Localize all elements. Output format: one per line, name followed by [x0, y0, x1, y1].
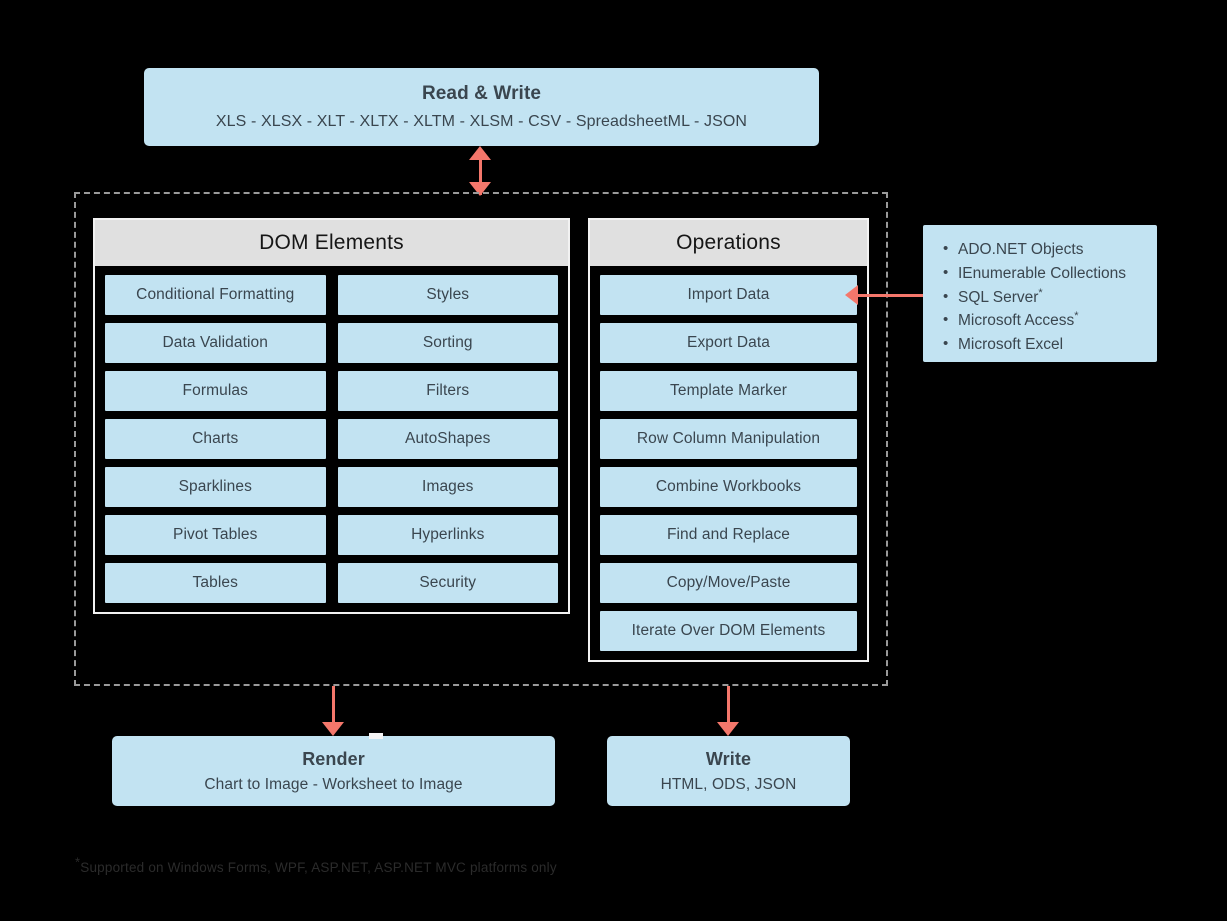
dom-item[interactable]: Images — [337, 467, 558, 507]
operation-item[interactable]: Iterate Over DOM Elements — [600, 611, 857, 651]
data-source-item: SQL Server* — [943, 285, 1141, 310]
dom-elements-right-column: Styles Sorting Filters AutoShapes Images… — [337, 275, 558, 603]
dom-elements-header: DOM Elements — [95, 220, 568, 266]
dom-item[interactable]: Formulas — [105, 371, 326, 411]
footnote-marker: * — [1074, 310, 1079, 323]
operation-item[interactable]: Export Data — [600, 323, 857, 363]
arrow-vertical-shaft — [727, 686, 730, 730]
write-title: Write — [705, 748, 752, 769]
operation-item[interactable]: Combine Workbooks — [600, 467, 857, 507]
arrow-left-head-icon — [845, 285, 858, 305]
operation-item[interactable]: Template Marker — [600, 371, 857, 411]
dom-item[interactable]: Styles — [337, 275, 558, 315]
arrow-down-head-icon — [717, 722, 739, 736]
operations-header: Operations — [590, 220, 867, 266]
arrow-down-head-icon — [322, 722, 344, 736]
read-write-formats: XLS - XLSX - XLT - XLTX - XLTM - XLSM - … — [215, 113, 748, 130]
data-sources-list: ADO.NET Objects IEnumerable Collections … — [943, 237, 1141, 357]
dom-item[interactable]: Data Validation — [105, 323, 326, 363]
operation-item[interactable]: Copy/Move/Paste — [600, 563, 857, 603]
read-write-title: Read & Write — [421, 83, 542, 104]
dom-item[interactable]: Hyperlinks — [337, 515, 558, 555]
render-box-notch-artifact — [369, 733, 383, 739]
data-source-item: IEnumerable Collections — [943, 261, 1141, 286]
dom-item[interactable]: Tables — [105, 563, 326, 603]
arrow-vertical-shaft — [332, 686, 335, 730]
footnote-text: Supported on Windows Forms, WPF, ASP.NET… — [80, 860, 557, 875]
operations-column: Import Data Export Data Template Marker … — [600, 275, 857, 651]
dom-elements-left-column: Conditional Formatting Data Validation F… — [105, 275, 326, 603]
render-title: Render — [302, 748, 365, 769]
operation-item[interactable]: Find and Replace — [600, 515, 857, 555]
data-source-item: ADO.NET Objects — [943, 237, 1141, 262]
data-sources-box: ADO.NET Objects IEnumerable Collections … — [923, 225, 1157, 362]
operation-item[interactable]: Import Data — [600, 275, 857, 315]
dom-item[interactable]: Charts — [105, 419, 326, 459]
footnote-marker: * — [1038, 286, 1043, 299]
data-source-item: Microsoft Access* — [943, 308, 1141, 333]
dom-item[interactable]: Conditional Formatting — [105, 275, 326, 315]
operations-panel: Operations Import Data Export Data Templ… — [588, 218, 869, 662]
read-write-box: Read & Write XLS - XLSX - XLT - XLTX - X… — [144, 68, 819, 146]
operation-item[interactable]: Row Column Manipulation — [600, 419, 857, 459]
dom-item[interactable]: Sorting — [337, 323, 558, 363]
dom-item[interactable]: Sparklines — [105, 467, 326, 507]
footnote-marker: * — [75, 854, 81, 870]
dom-item[interactable]: AutoShapes — [337, 419, 558, 459]
dom-item[interactable]: Security — [337, 563, 558, 603]
write-box: Write HTML, ODS, JSON — [607, 736, 850, 806]
write-subtitle: HTML, ODS, JSON — [660, 775, 797, 793]
footnote: *Supported on Windows Forms, WPF, ASP.NE… — [75, 856, 557, 876]
dom-elements-panel: DOM Elements Conditional Formatting Data… — [93, 218, 570, 614]
arrow-horizontal-shaft — [855, 294, 930, 297]
render-subtitle: Chart to Image - Worksheet to Image — [204, 775, 463, 793]
arrow-vertical-shaft — [479, 151, 482, 195]
core-container-dashed-border — [74, 192, 888, 686]
data-source-item: Microsoft Excel — [943, 332, 1141, 357]
dom-item[interactable]: Pivot Tables — [105, 515, 326, 555]
dom-item[interactable]: Filters — [337, 371, 558, 411]
render-box: Render Chart to Image - Worksheet to Ima… — [112, 736, 555, 806]
